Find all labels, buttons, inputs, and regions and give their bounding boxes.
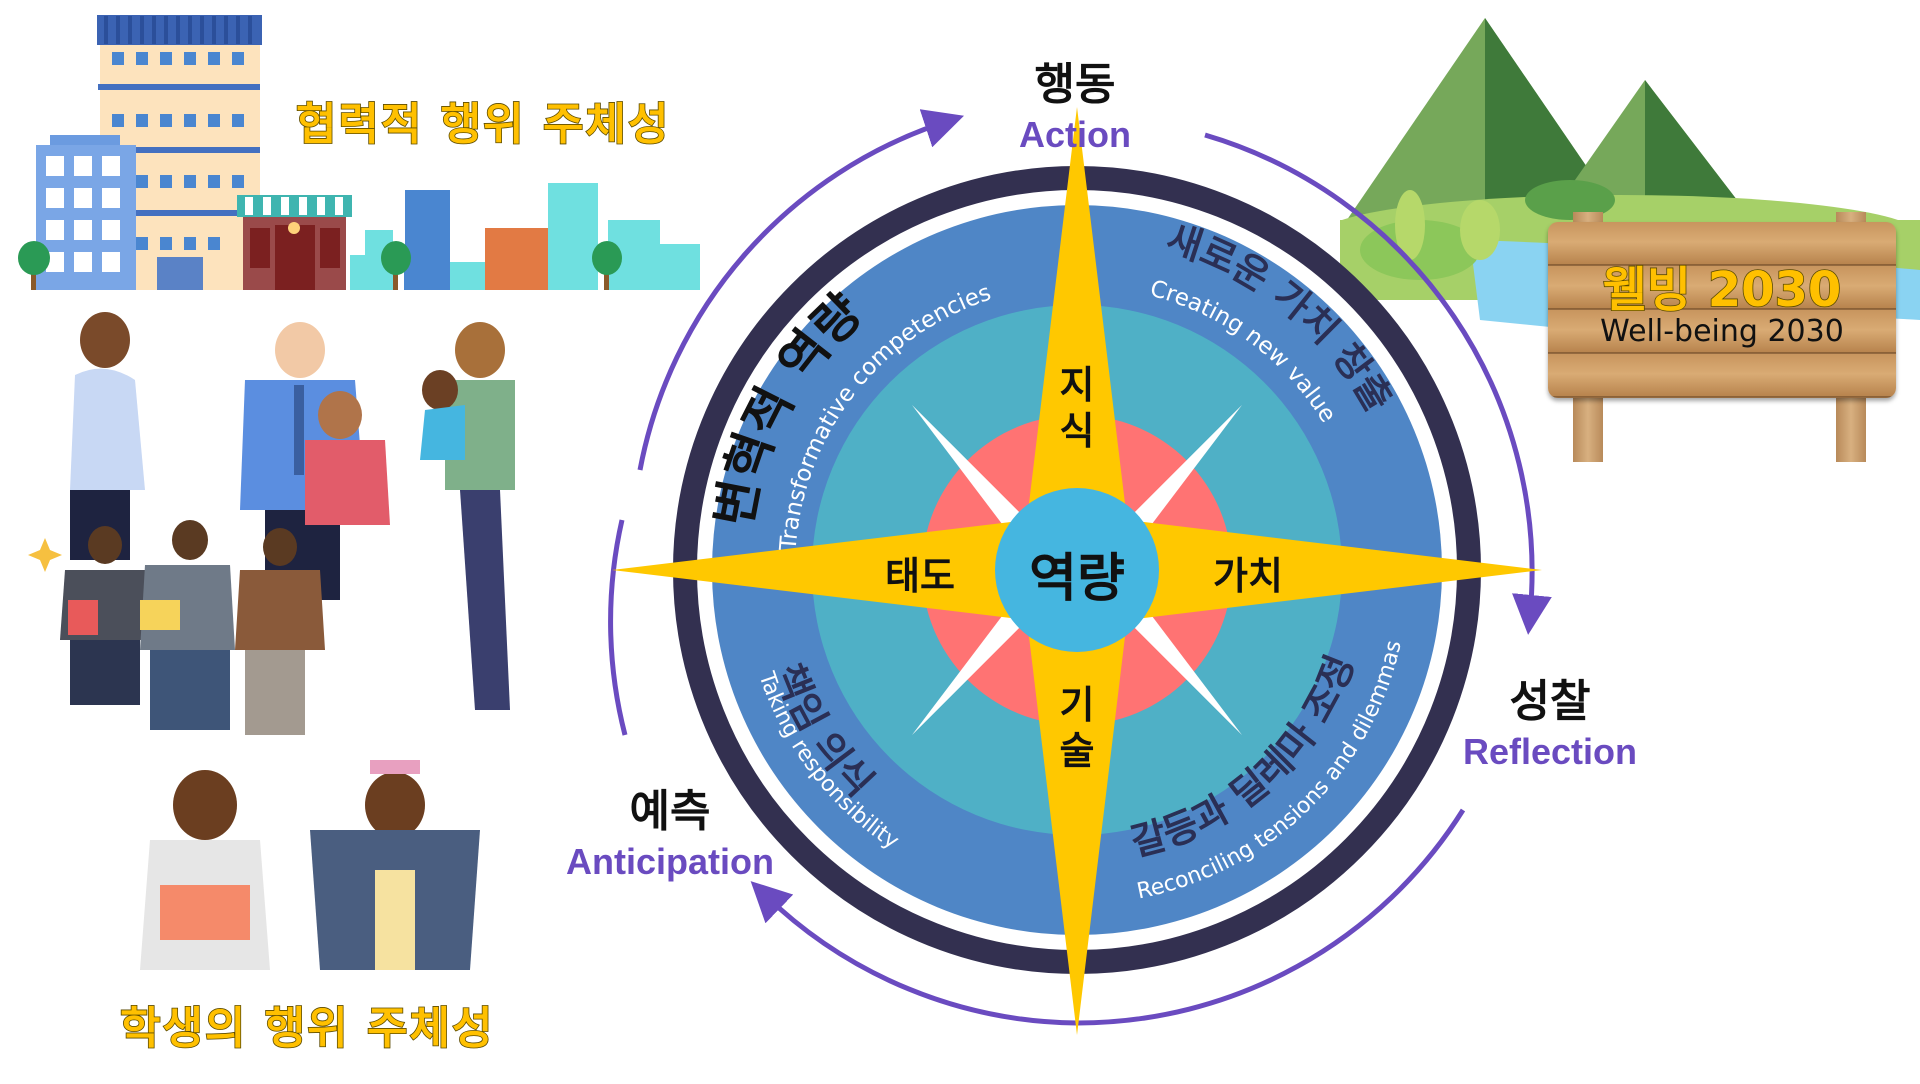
stage-reflection: 성찰 Reflection [1430, 665, 1670, 773]
stage-anticipation: 예측 Anticipation [555, 775, 785, 883]
stage-action-ko: 행동 [1034, 59, 1116, 110]
stage-anticipation-ko: 예측 [629, 786, 711, 837]
city-illustration [0, 0, 700, 295]
point-knowledge: 지식 [1059, 363, 1095, 453]
stage-action-en: Action [1019, 114, 1131, 155]
stage-action: 행동 Action [975, 48, 1175, 156]
cycle-arrows [608, 109, 1552, 1026]
point-attitude: 태도 [885, 554, 955, 598]
stage-reflection-ko: 성찰 [1509, 676, 1591, 727]
student-agency-title: 학생의 행위 주체성 [119, 1002, 495, 1055]
wellbeing-sign: 웰빙 2030 Well-being 2030 [1548, 212, 1896, 462]
point-skills: 기술 [1059, 683, 1095, 773]
point-values: 가치 [1213, 554, 1283, 598]
center-label: 역량 [1029, 549, 1125, 609]
stage-anticipation-en: Anticipation [566, 841, 774, 882]
sign-board [1548, 222, 1896, 398]
people-illustration [20, 310, 560, 980]
stage-reflection-en: Reflection [1462, 731, 1638, 772]
sign-title: 웰빙 2030 [1602, 261, 1842, 319]
collaborative-agency-title: 협력적 행위 주체성 [295, 98, 671, 151]
sign-subtitle: Well-being 2030 [1600, 314, 1844, 349]
